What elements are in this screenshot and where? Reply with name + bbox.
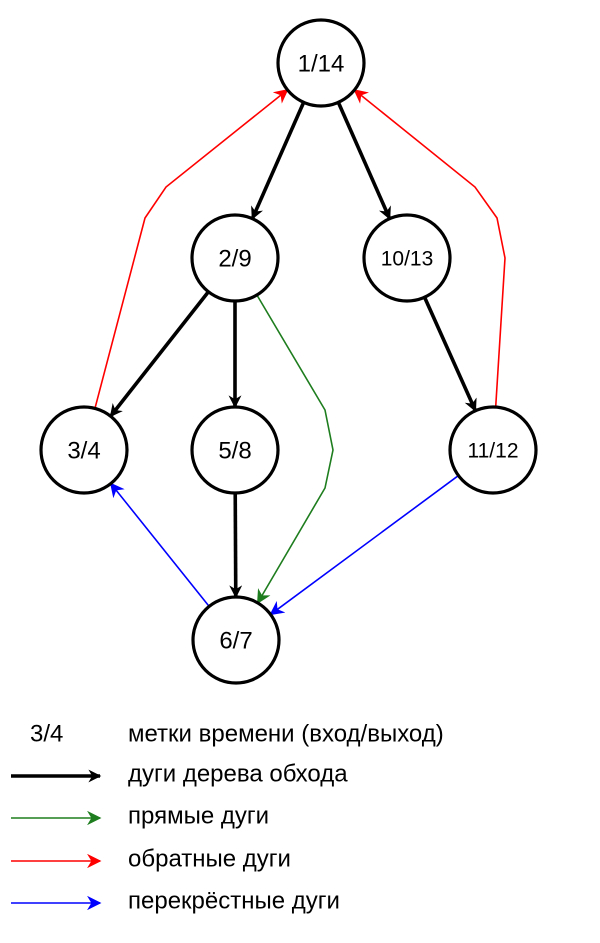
node-circle <box>190 213 280 303</box>
node-circle <box>39 405 129 495</box>
forward-edge-n2-n6 <box>256 294 334 605</box>
graph-node-n2: 2/9 <box>190 213 280 303</box>
legend-label-cross: перекрёстные дуги <box>128 888 340 915</box>
legend-label-forward: прямые дуги <box>128 803 269 830</box>
node-label: 2/9 <box>218 246 251 273</box>
graph-node-n1: 1/14 <box>276 18 366 108</box>
node-circle <box>191 595 281 685</box>
graph-node-n6: 6/7 <box>191 595 281 685</box>
graph-node-n10: 10/13 <box>362 213 452 303</box>
node-circle <box>276 18 366 108</box>
node-label: 1/14 <box>298 51 345 78</box>
node-label: 11/12 <box>468 440 519 463</box>
node-circle <box>448 405 538 495</box>
legend: 3/4 метки времени (вход/выход) дуги дере… <box>11 721 444 915</box>
edges-layer <box>94 88 506 616</box>
node-label: 6/7 <box>219 628 252 655</box>
legend-timestamp-sample: 3/4 <box>30 721 63 748</box>
back-edge-n11-n1 <box>353 89 506 408</box>
back-edge-n3-n1 <box>94 88 289 409</box>
tree-edge-n10-n11 <box>422 296 478 412</box>
legend-timestamp-label: метки времени (вход/выход) <box>128 721 444 748</box>
legend-item-tree: дуги дерева обхода <box>11 761 348 788</box>
tree-edge-n1-n10 <box>336 101 392 220</box>
graph-node-n11: 11/12 <box>448 405 538 495</box>
node-circle <box>190 405 280 495</box>
node-label: 10/13 <box>381 248 434 271</box>
legend-label-tree: дуги дерева обхода <box>128 761 348 788</box>
tree-edge-n2-n3 <box>109 290 210 418</box>
cross-edge-n6-n3 <box>109 482 210 607</box>
graph-node-n3: 3/4 <box>39 405 129 495</box>
tree-edge-n5-n6 <box>229 492 243 599</box>
graph-node-n5: 5/8 <box>190 405 280 495</box>
node-label: 5/8 <box>218 438 251 465</box>
node-label: 3/4 <box>67 438 100 465</box>
legend-item-cross: перекрёстные дуги <box>11 888 340 915</box>
legend-item-back: обратные дуги <box>11 846 291 873</box>
tree-edge-n1-n2 <box>250 101 306 220</box>
node-circle <box>362 213 452 303</box>
cross-edge-n11-n6 <box>269 474 459 616</box>
legend-label-back: обратные дуги <box>128 846 291 873</box>
nodes-layer: 1/14 2/9 10/13 3/4 5/8 11/12 6/7 <box>39 18 538 685</box>
legend-item-forward: прямые дуги <box>11 803 269 830</box>
